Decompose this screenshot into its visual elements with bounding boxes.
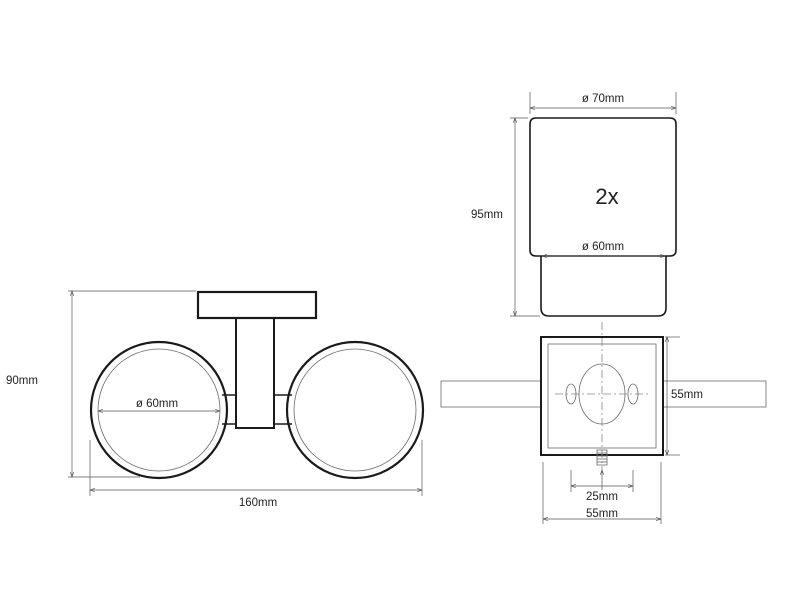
post [235, 317, 275, 429]
mount-height-label: 55mm [671, 389, 703, 401]
glass-base [540, 256, 667, 317]
ring-diameter-label: ø 60mm [136, 398, 178, 410]
mount-width-label: 55mm [586, 508, 618, 520]
mount-view: 55mm 25mm 55mm [440, 322, 767, 524]
glass-body [529, 117, 677, 257]
right-ring-inner [293, 348, 417, 472]
top-cap [196, 290, 318, 320]
right-ring-outer [285, 340, 425, 480]
mount-oval-hole [578, 363, 626, 425]
glass-bottom-diameter-label: ø 60mm [582, 241, 624, 253]
set-screw [596, 449, 608, 466]
front-view: ø 60mm 90mm 160mm [6, 290, 425, 509]
left-ring-outer [89, 340, 229, 480]
hole-spacing-label: 25mm [586, 491, 618, 503]
front-height-label: 90mm [6, 375, 38, 387]
glass-top-diameter-label: ø 70mm [582, 93, 624, 105]
glass-height-label: 95mm [471, 209, 503, 221]
left-ring-inner [97, 348, 221, 472]
left-screw-hole [565, 383, 577, 405]
glass-view: ø 70mm ø 60mm 2x 95mm [471, 92, 677, 317]
glass-quantity-label: 2x [595, 184, 618, 209]
right-screw-hole [627, 383, 639, 405]
front-width-label: 160mm [239, 497, 277, 509]
